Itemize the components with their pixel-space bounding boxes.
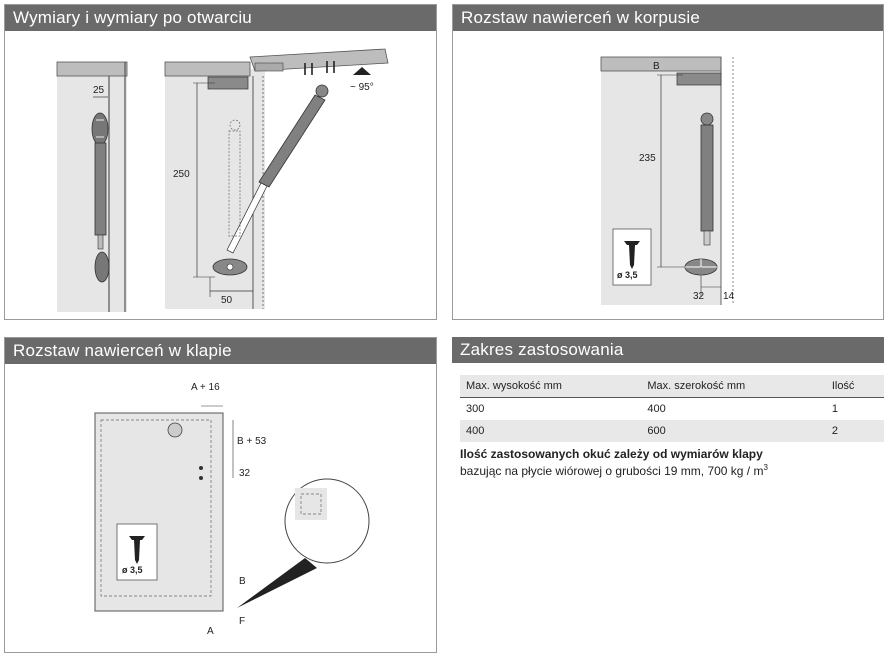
strut-cylinder [700, 124, 714, 232]
panel-title: Rozstaw nawierceń w klapie [5, 338, 436, 364]
panel-application: Zakres zastosowania Max. wysokość mm Max… [452, 337, 884, 497]
table-row: 400 600 2 [460, 420, 884, 442]
dim-235: 235 [639, 153, 656, 164]
dim-50: 50 [221, 295, 233, 306]
dim-b53: B + 53 [237, 436, 267, 447]
angle-label: ~ 95° [350, 82, 374, 93]
panel-title: Rozstaw nawierceń w korpusie [453, 5, 883, 31]
dim-32: 32 [239, 468, 251, 479]
dim-a: A [207, 626, 214, 637]
panel-title: Wymiary i wymiary po otwarciu [5, 5, 436, 31]
panel-dimensions: Wymiary i wymiary po otwarciu 25 [4, 4, 437, 320]
screw-label: ø 3,5 [617, 270, 638, 280]
panel-title: Zakres zastosowania [452, 337, 884, 363]
panel-body-spacing: Rozstaw nawierceń w korpusie B 235 32 14… [452, 4, 884, 320]
col-header-width: Max. szerokość mm [641, 375, 826, 398]
flap-panel [94, 412, 224, 612]
cabinet-side-open [165, 69, 265, 309]
dimensions-diagram: 25 ~ 95° [56, 48, 389, 312]
flap-open [249, 48, 389, 72]
dim-32: 32 [693, 291, 705, 302]
application-note-bold: Ilość zastosowanych okuć zależy od wymia… [460, 447, 763, 461]
col-header-qty: Ilość [825, 375, 884, 398]
application-table: Max. wysokość mm Max. szerokość mm Ilość… [460, 375, 884, 442]
dim-b: B [653, 61, 660, 72]
dim-f: F [239, 616, 245, 627]
table-row: 300 400 1 [460, 397, 884, 420]
dim-25: 25 [93, 85, 105, 96]
strut-open [258, 94, 326, 188]
angle-marker-icon [353, 67, 371, 75]
dim-b: B [239, 576, 246, 587]
cabinet-side [57, 62, 127, 312]
flap-spacing-diagram: A + 16 B + 53 32 ø 3,5 B F A [94, 382, 370, 637]
strut-mount-bottom [94, 251, 110, 283]
dim-250: 250 [173, 169, 190, 180]
application-note: bazując na płycie wiórowej o grubości 19… [460, 463, 768, 478]
strut-mount-top [91, 112, 109, 146]
screw-icon [129, 536, 145, 564]
dim-14: 14 [723, 291, 735, 302]
col-header-height: Max. wysokość mm [460, 375, 642, 398]
screw-icon [624, 241, 640, 269]
screw-label: ø 3,5 [122, 565, 143, 575]
cabinet-top [56, 61, 128, 77]
panel-flap-spacing: Rozstaw nawierceń w klapie A + 16 B + 53… [4, 337, 437, 653]
strut-cylinder [94, 142, 107, 236]
body-spacing-diagram: B 235 32 14 ø 3,5 [600, 56, 735, 305]
dim-a16: A + 16 [191, 382, 220, 393]
